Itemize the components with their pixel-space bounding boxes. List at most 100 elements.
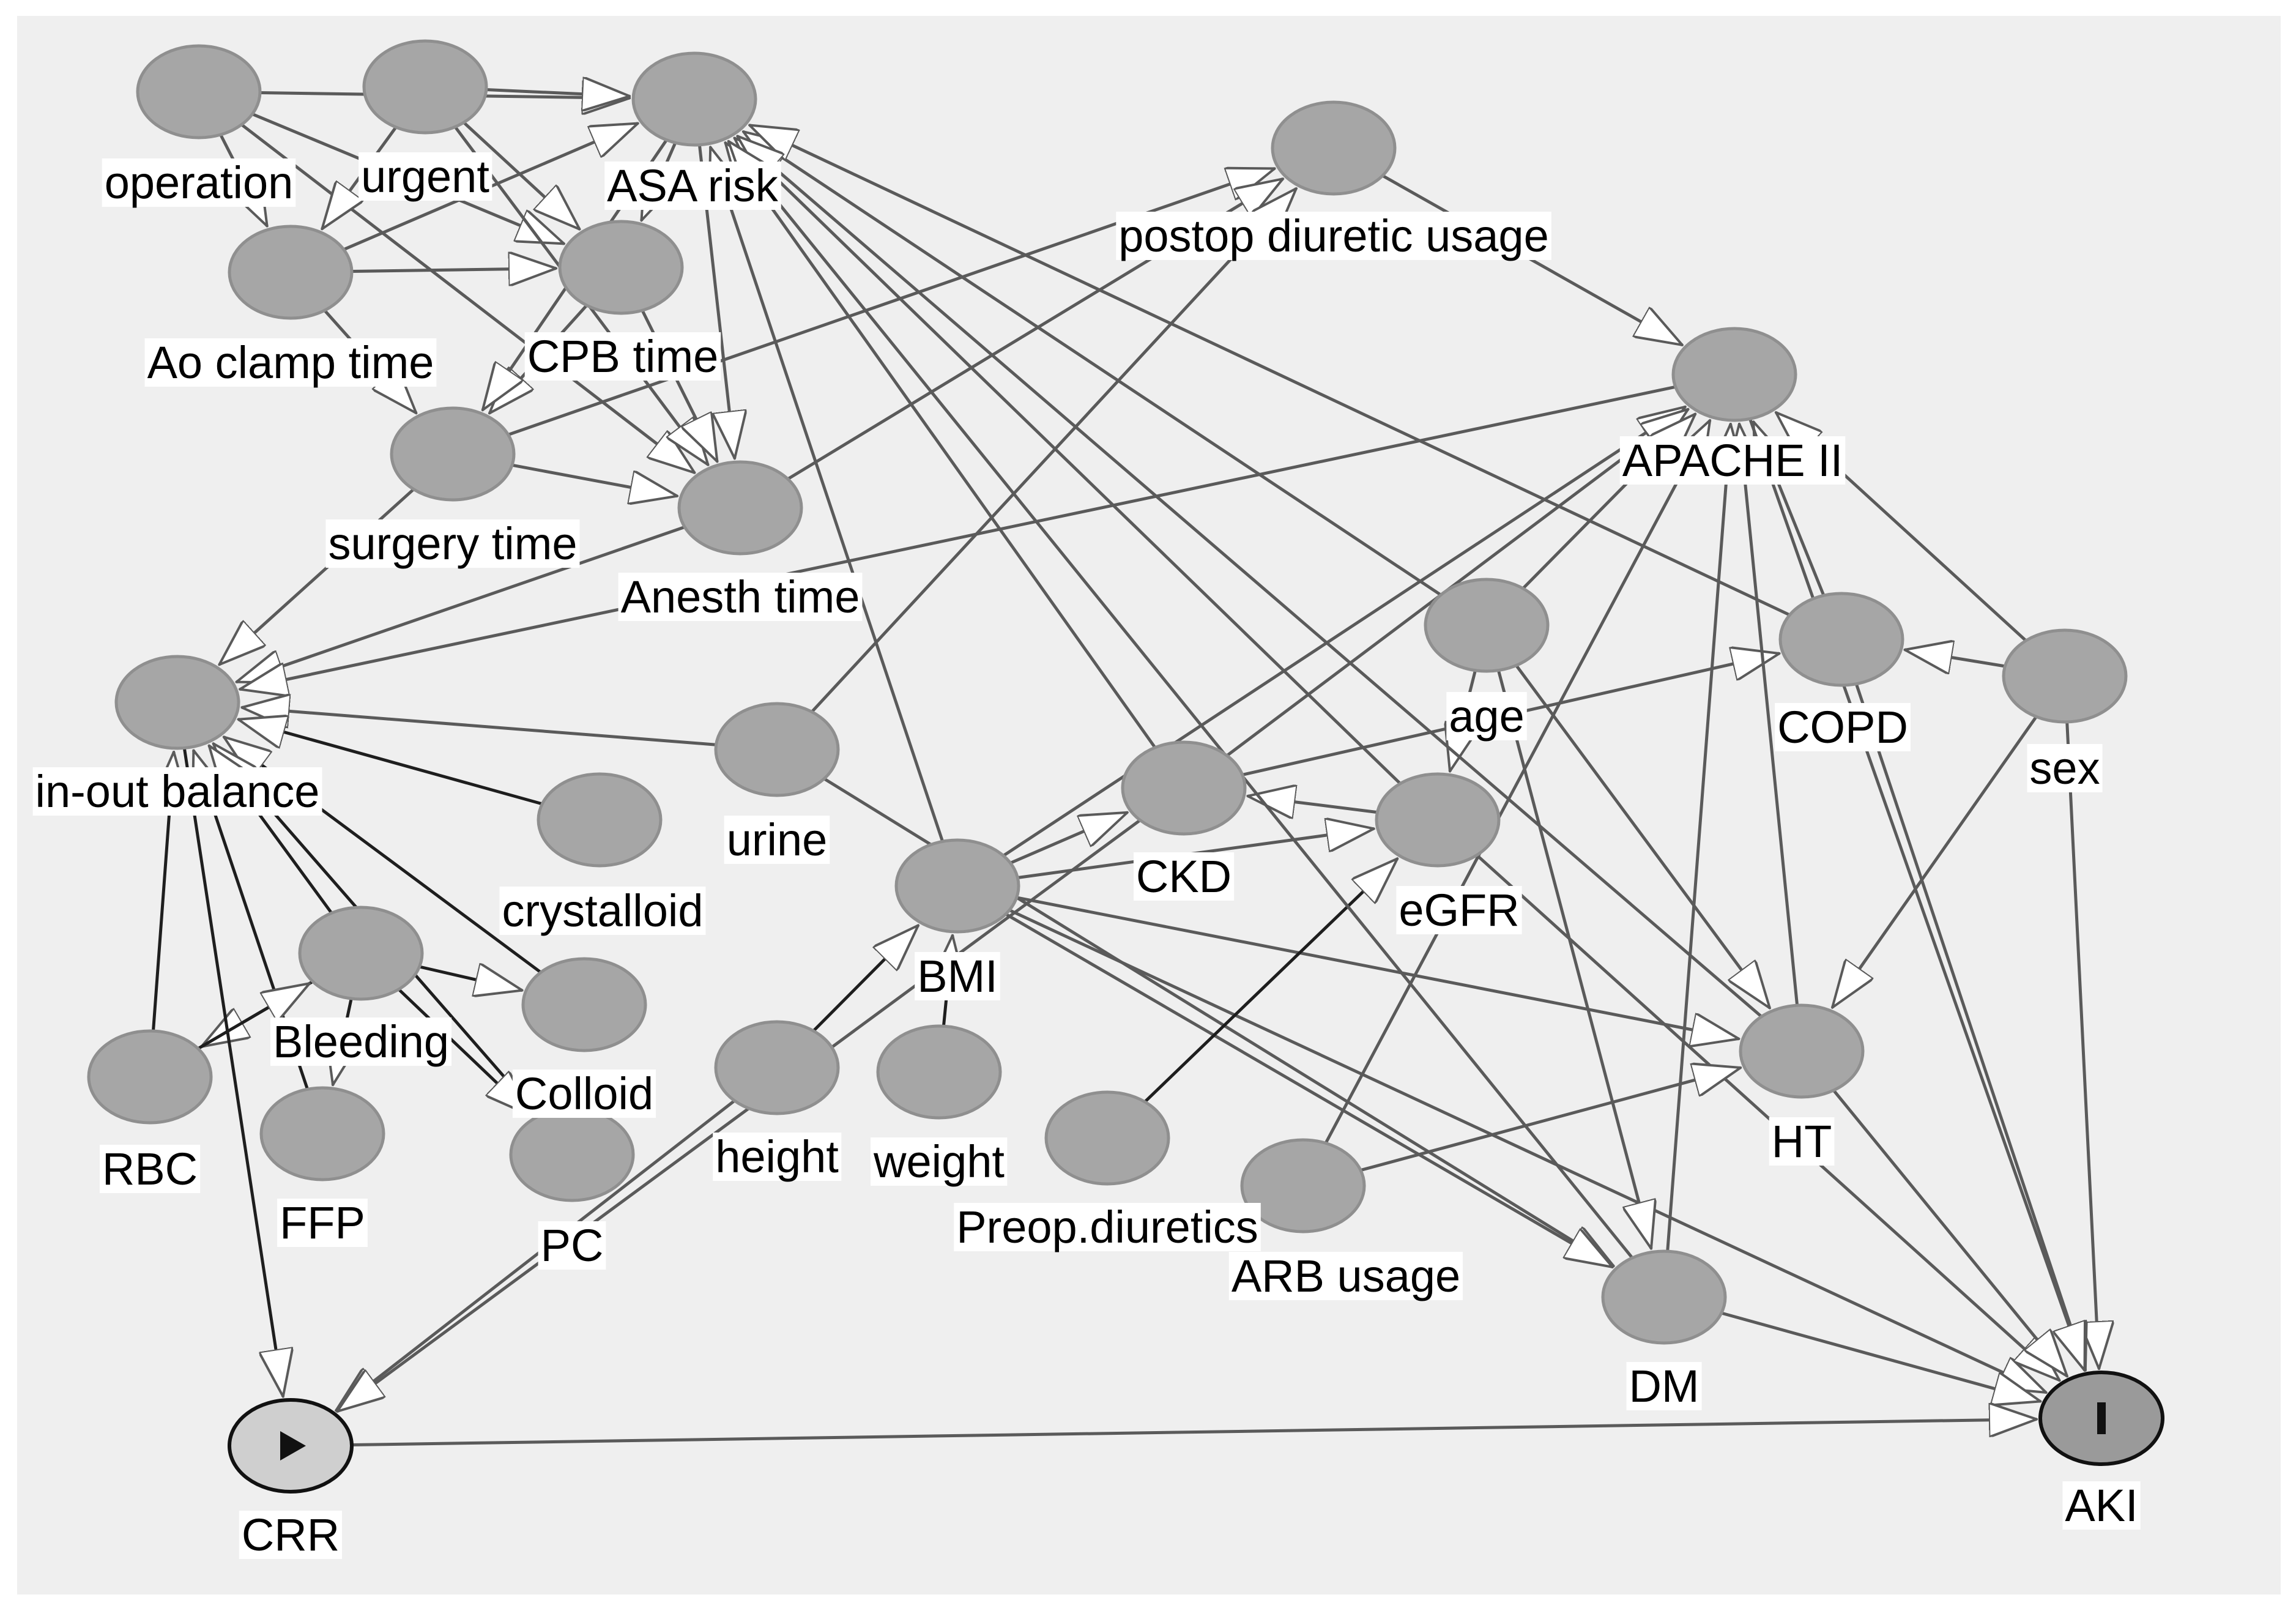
node-label-rbc: RBC bbox=[102, 1144, 198, 1194]
node-ellipse-bmi[interactable] bbox=[894, 838, 1020, 934]
edge-bleeding-to-pc bbox=[398, 988, 532, 1116]
node-ellipse-postop[interactable] bbox=[1271, 100, 1397, 196]
node-ellipse-colloid[interactable] bbox=[521, 957, 647, 1052]
edge-dm-to-aki bbox=[1721, 1311, 2041, 1401]
edge-bmi-to-dm bbox=[1005, 912, 1613, 1267]
node-ellipse-rbc[interactable] bbox=[87, 1029, 213, 1125]
node-label-bg bbox=[1133, 852, 1235, 901]
node-egfr[interactable] bbox=[1375, 772, 1501, 868]
node-inout[interactable] bbox=[114, 655, 240, 750]
node-ellipse-asa[interactable] bbox=[631, 51, 757, 147]
node-bmi[interactable] bbox=[894, 838, 1020, 934]
node-rbc[interactable] bbox=[87, 1029, 213, 1125]
node-ellipse-ht[interactable] bbox=[1739, 1003, 1865, 1099]
node-ellipse-bleeding[interactable] bbox=[298, 906, 424, 1001]
node-ellipse-copd[interactable] bbox=[1778, 592, 1904, 687]
node-asa[interactable] bbox=[631, 51, 757, 147]
node-label-group-rbc: RBC bbox=[99, 1144, 201, 1194]
node-label-group-cpb: CPB time bbox=[524, 331, 721, 382]
node-age[interactable] bbox=[1424, 578, 1550, 673]
node-ellipse-height[interactable] bbox=[714, 1020, 840, 1115]
node-label-group-apache: APACHE II bbox=[1619, 435, 1846, 486]
node-label-group-copd: COPD bbox=[1775, 702, 1911, 753]
node-label-ht: HT bbox=[1772, 1116, 1832, 1167]
node-ellipse-aoclamp[interactable] bbox=[228, 225, 354, 320]
node-anesth[interactable] bbox=[677, 460, 803, 556]
node-label-bg bbox=[724, 816, 830, 864]
node-sex[interactable] bbox=[2002, 628, 2128, 724]
node-ellipse-urine[interactable] bbox=[714, 702, 840, 797]
node-ellipse-crystalloid[interactable] bbox=[537, 772, 663, 868]
node-aoclamp[interactable] bbox=[228, 225, 354, 320]
node-label-bg bbox=[277, 1199, 368, 1247]
edge-arb-to-ht bbox=[1360, 1068, 1741, 1172]
node-label-group-preop: Preop.diuretics bbox=[954, 1202, 1261, 1252]
node-apache[interactable] bbox=[1671, 327, 1797, 422]
edge-urgent-to-asa bbox=[486, 90, 630, 97]
node-ellipse-egfr[interactable] bbox=[1375, 772, 1501, 868]
node-ellipse-arb[interactable] bbox=[1240, 1138, 1366, 1233]
node-ellipse-age[interactable] bbox=[1424, 578, 1550, 673]
node-height[interactable] bbox=[714, 1020, 840, 1115]
node-label-group-inout: in-out balance bbox=[32, 766, 322, 817]
node-ellipse-ckd[interactable] bbox=[1121, 740, 1247, 836]
node-ellipse-cpb[interactable] bbox=[558, 220, 684, 315]
node-ffp[interactable] bbox=[259, 1086, 385, 1181]
node-surgery[interactable] bbox=[390, 406, 516, 502]
node-postop[interactable] bbox=[1271, 100, 1397, 196]
node-label-colloid: Colloid bbox=[515, 1068, 653, 1119]
node-label-bg bbox=[954, 1203, 1261, 1251]
node-ellipse-anesth[interactable] bbox=[677, 460, 803, 556]
node-ellipse-pc[interactable] bbox=[509, 1107, 635, 1202]
node-label-ffp: FFP bbox=[280, 1197, 365, 1248]
node-ellipse-urgent[interactable] bbox=[362, 39, 488, 135]
node-operation[interactable] bbox=[136, 44, 262, 140]
node-ht[interactable] bbox=[1739, 1003, 1865, 1099]
edge-preop-to-egfr bbox=[1143, 858, 1397, 1103]
node-ellipse-apache[interactable] bbox=[1671, 327, 1797, 422]
node-label-group-arb: ARB usage bbox=[1228, 1251, 1463, 1301]
edge-urine-to-inout bbox=[242, 707, 716, 746]
node-ellipse-preop[interactable] bbox=[1044, 1090, 1170, 1186]
node-dm[interactable] bbox=[1601, 1249, 1727, 1345]
node-ellipse-inout[interactable] bbox=[114, 655, 240, 750]
edge-surgery-to-inout bbox=[220, 488, 415, 664]
node-ellipse-ffp[interactable] bbox=[259, 1086, 385, 1181]
node-urine[interactable] bbox=[714, 702, 840, 797]
node-copd[interactable] bbox=[1778, 592, 1904, 687]
node-cpb[interactable] bbox=[558, 220, 684, 315]
node-label-group-surgery: surgery time bbox=[325, 518, 580, 569]
node-label-copd: COPD bbox=[1777, 702, 1908, 753]
node-label-bg bbox=[604, 162, 781, 210]
node-ellipse-surgery[interactable] bbox=[390, 406, 516, 502]
node-preop[interactable] bbox=[1044, 1090, 1170, 1186]
node-weight[interactable] bbox=[876, 1024, 1002, 1120]
edge-anesth-to-inout bbox=[237, 526, 686, 682]
node-label-group-sex: sex bbox=[2027, 743, 2103, 794]
node-label-urgent: urgent bbox=[361, 151, 489, 202]
node-ellipse-operation[interactable] bbox=[136, 44, 262, 140]
edge-sex-to-ht bbox=[1832, 715, 2038, 1007]
node-ellipse-sex[interactable] bbox=[2002, 628, 2128, 724]
node-label-bg bbox=[1619, 436, 1846, 485]
node-label-bg bbox=[270, 1018, 451, 1066]
node-bleeding[interactable] bbox=[298, 906, 424, 1001]
node-label-preop: Preop.diuretics bbox=[956, 1202, 1258, 1252]
edge-egfr-to-ckd bbox=[1248, 796, 1378, 813]
node-crystalloid[interactable] bbox=[537, 772, 663, 868]
node-urgent[interactable] bbox=[362, 39, 488, 135]
node-crr[interactable] bbox=[228, 1398, 354, 1494]
edge-sex-to-aki bbox=[2065, 721, 2099, 1369]
edge-ht-to-asa bbox=[737, 136, 1763, 1018]
node-colloid[interactable] bbox=[521, 957, 647, 1052]
node-pc[interactable] bbox=[509, 1107, 635, 1202]
edge-bmi-to-ht bbox=[1016, 896, 1739, 1039]
node-ellipse-dm[interactable] bbox=[1601, 1249, 1727, 1345]
node-aki[interactable] bbox=[2038, 1371, 2164, 1466]
node-label-postop: postop diuretic usage bbox=[1118, 210, 1548, 261]
node-ckd[interactable] bbox=[1121, 740, 1247, 836]
node-label-bg bbox=[99, 1145, 201, 1193]
node-arb[interactable] bbox=[1240, 1138, 1366, 1233]
node-ellipse-weight[interactable] bbox=[876, 1024, 1002, 1120]
